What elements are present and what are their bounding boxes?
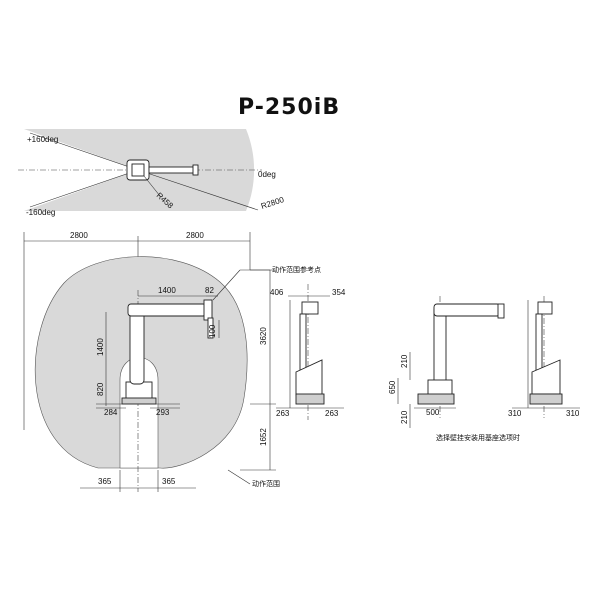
r458-leader	[143, 175, 161, 197]
label-plus-160deg: +160deg	[27, 135, 58, 144]
label-210-bottom: 210	[400, 410, 409, 424]
diagram-title: P-250iB	[238, 95, 340, 120]
label-2800-right: 2800	[186, 231, 204, 240]
wall-front-base	[529, 393, 563, 405]
wall-front-view: 310 310	[508, 296, 580, 418]
top-view-turret	[131, 163, 145, 177]
wall-mount-caption: 选择壁挂安装用基座选项时	[436, 433, 520, 442]
label-3620: 3620	[259, 327, 268, 345]
label-263-left: 263	[276, 409, 290, 418]
minus-160-line	[29, 169, 139, 208]
wall-side-view: 210 650 210 500 选择壁挂安装用基座选项时	[388, 296, 520, 442]
r2800-leader	[137, 169, 259, 211]
top-view: +160deg 0deg -160deg R458 R2800	[18, 129, 286, 217]
label-1400-v: 1400	[96, 338, 105, 356]
label-310-left: 310	[508, 409, 522, 418]
side-view-wrist	[203, 299, 213, 321]
label-500: 500	[426, 408, 440, 417]
side-view-base	[125, 381, 153, 401]
side-view-base-plate	[121, 397, 157, 405]
label-r2800: R2800	[260, 195, 286, 211]
top-view-arm	[148, 166, 196, 174]
label-365-right: 365	[162, 477, 176, 486]
front-view-arm	[299, 313, 307, 373]
side-view-lower-arm	[129, 305, 145, 385]
label-0deg: 0deg	[258, 170, 276, 179]
plus-160-line	[29, 132, 139, 171]
label-284: 284	[104, 408, 118, 417]
front-view: 406 354 263 263	[270, 284, 346, 420]
label-100: 100	[208, 324, 217, 338]
label-1652: 1652	[259, 428, 268, 446]
label-650: 650	[388, 380, 397, 394]
front-view-wrist	[301, 301, 319, 315]
label-406: 406	[270, 288, 284, 297]
range-leader	[227, 469, 251, 485]
wall-side-wrist	[497, 303, 505, 319]
wall-side-lower-arm	[433, 305, 447, 385]
side-view-flange	[207, 317, 214, 339]
wall-side-upper-arm	[433, 303, 501, 317]
label-1400-h: 1400	[158, 286, 176, 295]
label-210-top: 210	[400, 354, 409, 368]
wall-front-arm	[535, 313, 543, 375]
side-view-upper-arm	[127, 303, 207, 317]
label-263-right: 263	[325, 409, 339, 418]
label-2800-left: 2800	[70, 231, 88, 240]
label-354: 354	[332, 288, 346, 297]
wall-front-wrist	[537, 301, 553, 315]
label-reach-point: 动作范围参考点	[272, 265, 321, 274]
label-820: 820	[96, 382, 105, 396]
wall-side-pedestal	[417, 393, 455, 405]
label-310-right: 310	[566, 409, 580, 418]
reach-point-leader	[212, 269, 241, 301]
label-82: 82	[205, 286, 214, 295]
side-view: 2800 2800 1400 82 动作范围参考点 100 1400 8	[23, 231, 321, 492]
top-view-wrist	[192, 164, 199, 176]
label-365-left: 365	[98, 477, 112, 486]
label-293: 293	[156, 408, 170, 417]
label-range: 动作范围	[252, 479, 280, 488]
label-minus-160deg: -160deg	[26, 208, 55, 217]
front-view-base	[295, 393, 325, 405]
